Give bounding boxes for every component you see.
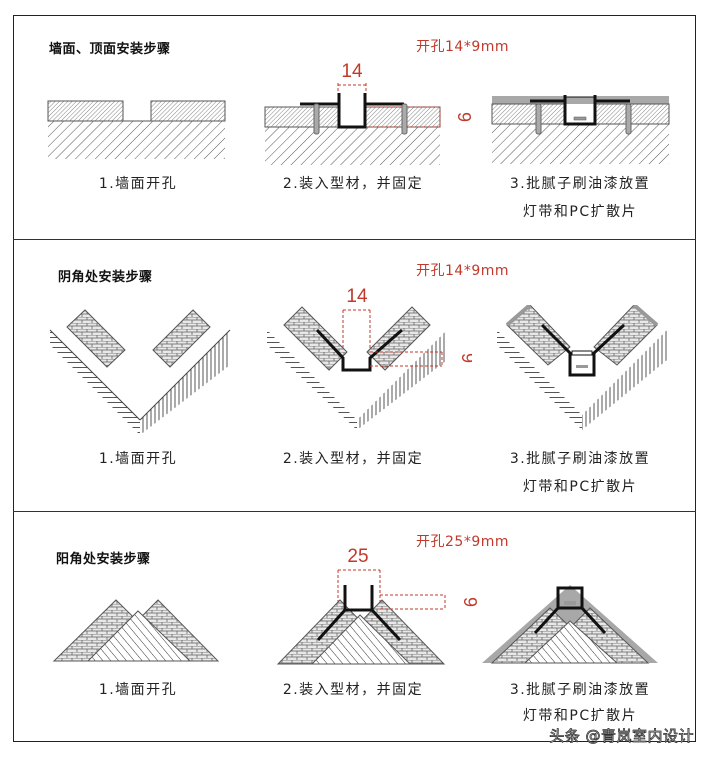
dimension-depth-label: 9 <box>454 112 472 122</box>
step1-wall-hole-diagram <box>47 100 226 159</box>
dimension-width-label: 14 <box>341 61 363 82</box>
step-2-label: 2.装入型材，并固定 <box>282 682 424 698</box>
dimension-depth-label: 9 <box>460 597 480 607</box>
step-1-label: 1.墙面开孔 <box>98 682 178 698</box>
section-title-outside-corner: 阳角处安装步骤 <box>56 552 151 567</box>
step-2-label: 2.装入型材，并固定 <box>282 451 424 467</box>
step3-outside-corner-finish-diagram <box>482 585 658 664</box>
watermark: 头条 @青岚室内设计 <box>549 727 694 746</box>
step-3-label-line2: 灯带和PC扩散片 <box>522 708 638 724</box>
step-3-label: 3.批腻子刷油漆放置 <box>509 682 651 698</box>
hole-spec: 开孔25*9mm <box>416 534 509 550</box>
section-title-wall-ceiling: 墙面、顶面安装步骤 <box>49 42 171 57</box>
step-1-label: 1.墙面开孔 <box>98 451 178 467</box>
step-2-label: 2.装入型材，并固定 <box>282 176 424 192</box>
hole-spec: 开孔14*9mm <box>416 263 509 279</box>
section-divider <box>13 511 696 512</box>
step3-inside-corner-finish-diagram <box>497 305 667 430</box>
step-1-label: 1.墙面开孔 <box>98 176 178 192</box>
section-title-inside-corner: 阴角处安装步骤 <box>58 270 153 285</box>
hole-spec: 开孔14*9mm <box>416 39 509 55</box>
step-3-label-line2: 灯带和PC扩散片 <box>522 479 638 495</box>
dimension-width-label: 14 <box>346 286 368 307</box>
step3-wall-finish-diagram <box>491 95 670 164</box>
section-divider <box>13 239 696 240</box>
step1-inside-corner-hole-diagram <box>49 309 231 435</box>
step2-wall-install-diagram: 14 9 <box>264 61 472 165</box>
step2-outside-corner-install-diagram: 25 9 <box>276 546 480 665</box>
dimension-width-label: 25 <box>347 546 368 567</box>
step1-outside-corner-hole-diagram <box>52 599 220 662</box>
step-3-label: 3.批腻子刷油漆放置 <box>509 176 651 192</box>
diagram-frame <box>13 15 696 742</box>
step-3-label-line2: 灯带和PC扩散片 <box>522 204 638 220</box>
dimension-depth-label: 9 <box>458 353 472 363</box>
step-3-label: 3.批腻子刷油漆放置 <box>509 451 651 467</box>
step2-inside-corner-install-diagram: 14 9 <box>267 286 472 430</box>
